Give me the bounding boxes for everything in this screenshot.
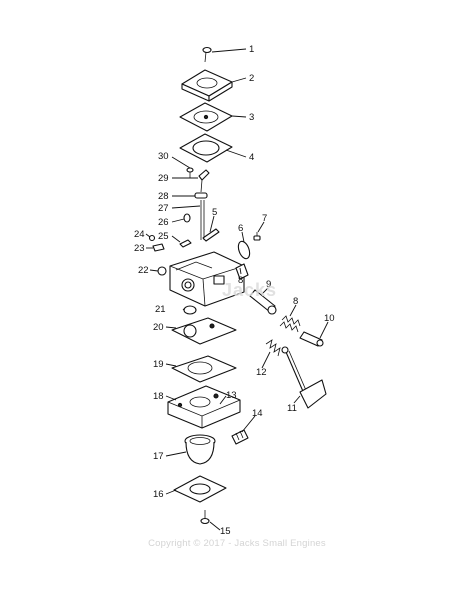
label-part-24: 24	[134, 229, 145, 240]
label-part-15: 15	[220, 526, 231, 537]
label-part-9: 9	[266, 279, 271, 290]
part-number-labels: 1 2 3 4 5 6 7 8 9 8 10 11 12 13 14 15 16…	[134, 44, 335, 537]
part-20-gasket	[171, 317, 237, 345]
label-part-30: 30	[158, 151, 169, 162]
part-8-spring	[279, 315, 301, 333]
part-3-diaphragm	[179, 102, 233, 132]
label-part-18: 18	[153, 391, 164, 402]
part-2-cover	[181, 69, 233, 102]
part-17-primer-bulb	[184, 434, 216, 465]
label-part-1: 1	[249, 44, 254, 55]
part-29-lever	[198, 169, 210, 193]
carburetor-body	[169, 251, 245, 307]
label-part-8-upper: 8	[238, 275, 243, 286]
label-part-27: 27	[158, 203, 169, 214]
label-part-26: 26	[158, 217, 169, 228]
label-part-11: 11	[287, 403, 297, 414]
part-27-spring	[200, 200, 205, 240]
label-part-6: 6	[238, 223, 243, 234]
label-part-17: 17	[153, 451, 164, 462]
label-part-28: 28	[158, 191, 169, 202]
part-1-screw	[202, 46, 212, 63]
part-10-needle-screw	[299, 331, 324, 347]
label-part-4: 4	[249, 152, 254, 163]
label-part-14: 14	[252, 408, 263, 419]
part-14-screw	[231, 429, 249, 445]
part-5-needle	[202, 228, 220, 242]
part-26-o-ring	[183, 213, 191, 223]
label-part-13: 13	[226, 390, 237, 401]
part-24-screw	[148, 234, 156, 242]
part-8-needle	[235, 263, 249, 280]
watermark: Jacks	[222, 280, 278, 300]
label-part-7: 7	[262, 213, 267, 224]
part-11-throttle-shaft	[281, 346, 327, 409]
label-part-8-lower: 8	[293, 296, 298, 307]
part-22-plug	[157, 266, 167, 276]
copyright-notice: Copyright © 2017 - Jacks Small Engines	[148, 538, 326, 549]
part-12-spring	[265, 339, 281, 357]
part-23-washer	[152, 243, 165, 252]
part-6-throttle-disc	[237, 240, 251, 260]
label-part-16: 16	[153, 489, 164, 500]
part-28-pin	[194, 192, 208, 199]
leader-lines	[145, 48, 329, 531]
label-part-23: 23	[134, 243, 145, 254]
part-4-gasket	[179, 133, 233, 163]
part-21-screen	[183, 305, 197, 315]
label-part-10: 10	[324, 313, 335, 324]
label-part-21: 21	[155, 304, 166, 315]
label-part-20: 20	[153, 322, 164, 333]
label-part-12: 12	[256, 367, 267, 378]
part-25-pin	[179, 239, 192, 248]
label-part-2: 2	[249, 73, 254, 84]
label-part-19: 19	[153, 359, 164, 370]
label-part-5: 5	[212, 207, 217, 218]
part-7-screw	[253, 232, 261, 241]
part-19-diaphragm	[171, 355, 237, 383]
part-9-screw	[249, 289, 277, 315]
label-part-22: 22	[138, 265, 149, 276]
label-part-29: 29	[158, 173, 169, 184]
part-30-screw	[186, 167, 194, 178]
label-part-3: 3	[249, 112, 254, 123]
part-15-screw	[200, 510, 210, 525]
part-16-retainer	[173, 475, 227, 503]
part-18-cover-plate	[167, 385, 241, 429]
label-part-25: 25	[158, 231, 169, 242]
